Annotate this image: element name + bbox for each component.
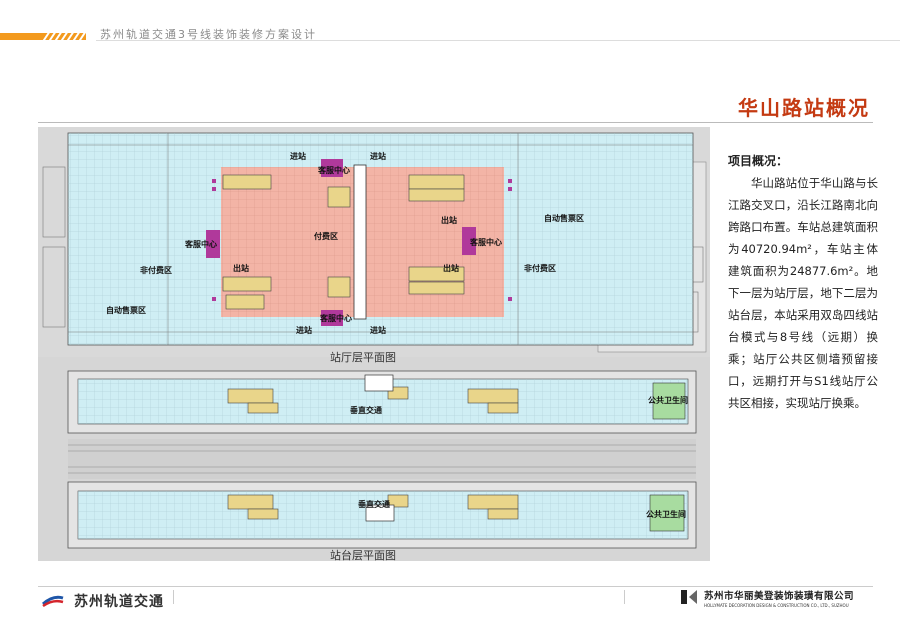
label-restroom-1: 公共卫生间 — [648, 396, 688, 405]
label-vertical-1: 垂直交通 — [350, 406, 382, 415]
overview-body: 华山路站位于华山路与长江路交叉口，沿长江路南北向跨路口布置。车站总建筑面积为40… — [728, 176, 878, 410]
floor-plans-panel: 进站 进站 进站 进站 客服中心 客服中心 客服中心 客服中心 付费区 出站 出… — [38, 127, 710, 562]
label-unpaid-right: 非付费区 — [524, 264, 556, 273]
suzhou-rail-emblem-icon — [41, 595, 64, 608]
label-entry-3: 进站 — [296, 326, 312, 335]
header-accent-stripe — [0, 33, 86, 40]
label-service-top: 客服中心 — [318, 166, 350, 175]
footer-separator-right — [624, 590, 625, 604]
footer-divider — [38, 586, 873, 587]
company-logo: 苏州市华丽美登装饰装璜有限公司 HOLLYMATE DECORATION DES… — [679, 588, 854, 608]
document-title: 苏州轨道交通3号线装饰装修方案设计 — [100, 28, 317, 41]
company-emblem-icon — [681, 590, 697, 604]
label-service-bottom: 客服中心 — [320, 314, 352, 323]
title-divider — [38, 122, 873, 123]
label-entry-4: 进站 — [370, 326, 386, 335]
label-service-left: 客服中心 — [185, 240, 217, 249]
label-exit-right-top: 出站 — [441, 216, 457, 225]
concourse-plan-caption: 站厅层平面图 — [330, 351, 396, 364]
company-name-en: HOLLYMATE DECORATION DESIGN & CONSTRUCTI… — [704, 603, 849, 608]
label-entry-1: 进站 — [290, 152, 306, 161]
label-entry-2: 进站 — [370, 152, 386, 161]
label-ticketing-right: 自动售票区 — [544, 214, 584, 223]
label-service-right: 客服中心 — [470, 238, 502, 247]
label-ticketing-left: 自动售票区 — [106, 306, 146, 315]
company-name-cn: 苏州市华丽美登装饰装璜有限公司 — [704, 591, 855, 602]
label-unpaid-left: 非付费区 — [140, 266, 172, 275]
header-divider — [96, 40, 900, 41]
label-exit-left: 出站 — [233, 264, 249, 273]
overview-heading: 项目概况： — [728, 154, 789, 168]
label-paid-area: 付费区 — [314, 232, 338, 241]
label-restroom-2: 公共卫生间 — [646, 510, 686, 519]
footer-separator-left — [173, 590, 174, 604]
platform-plan-caption: 站台层平面图 — [330, 549, 396, 562]
header-chevron-decoration — [41, 30, 87, 44]
label-exit-right-bottom: 出站 — [443, 264, 459, 273]
suzhou-rail-name: 苏州轨道交通 — [74, 594, 164, 610]
suzhou-rail-logo: 苏州轨道交通 — [40, 591, 164, 611]
project-overview: 项目概况： 华山路站位于华山路与长江路交叉口，沿长江路南北向跨路口布置。车站总建… — [728, 150, 878, 414]
page-title: 华山路站概况 — [738, 96, 870, 120]
label-vertical-2: 垂直交通 — [358, 500, 390, 509]
floor-plans-drawing — [38, 127, 710, 549]
